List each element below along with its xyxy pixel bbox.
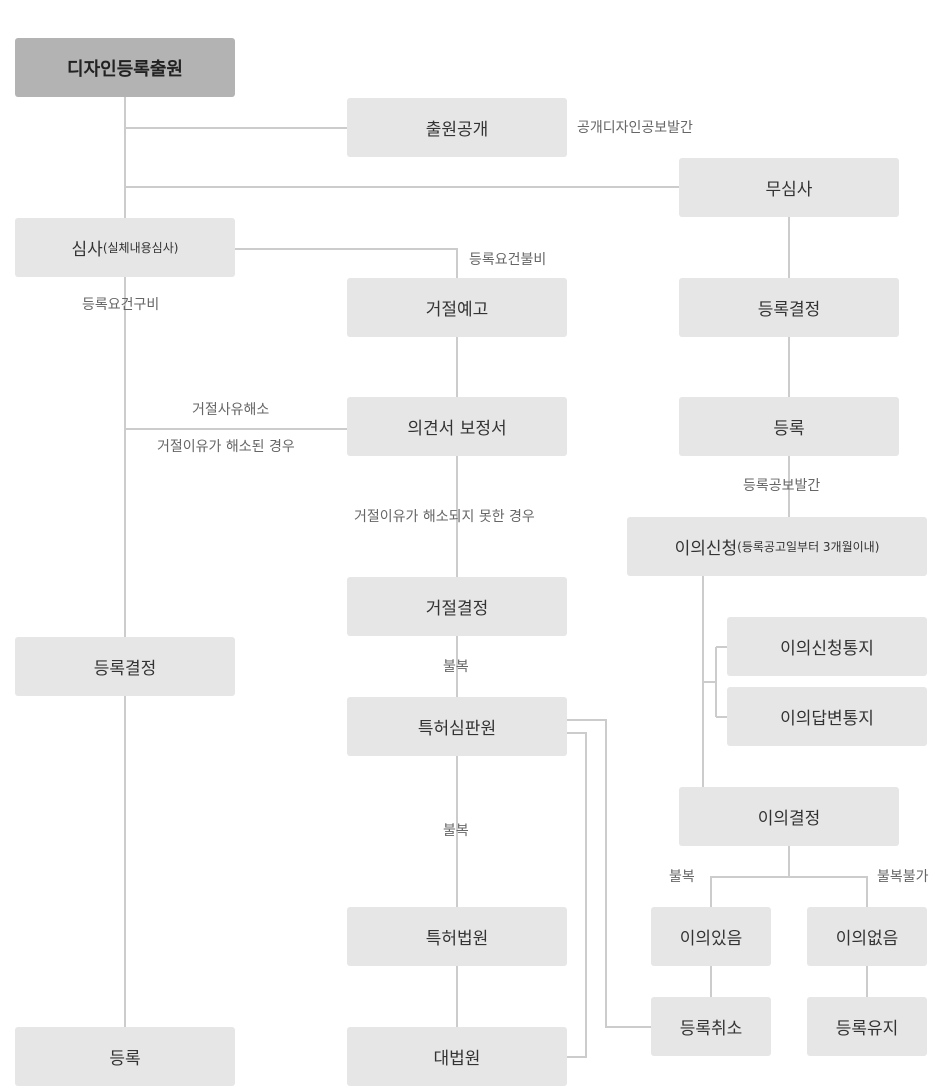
registration-decision-node-left: 등록결정 — [15, 637, 235, 696]
node-label: 의견서 보정서 — [407, 419, 507, 439]
registration-gazette-label: 등록공보발간 — [743, 478, 821, 494]
node-label: 이의결정 — [757, 809, 821, 829]
has-objection-node: 이의있음 — [651, 907, 771, 966]
node-sublabel: (실체내용심사) — [102, 241, 179, 255]
node-label: 출원공개 — [425, 120, 489, 140]
node-label: 이의신청 — [674, 539, 738, 559]
node-label: 등록유지 — [835, 1019, 899, 1039]
node-label: 거절예고 — [425, 300, 489, 320]
design-filing-node: 디자인등록출원 — [15, 38, 235, 97]
registration-node-right: 등록 — [679, 397, 899, 456]
node-label: 심사 — [71, 240, 103, 260]
publication-node: 출원공개 — [347, 98, 567, 157]
objection-decision-node: 이의결정 — [679, 787, 899, 846]
objection-notice-node: 이의신청통지 — [727, 617, 927, 676]
node-label: 등록결정 — [757, 300, 821, 320]
no-appeal-label: 불복불가 — [877, 869, 929, 885]
node-label: 디자인등록출원 — [67, 58, 183, 80]
node-label: 이의있음 — [679, 929, 743, 949]
objection-answer-node: 이의답변통지 — [727, 687, 927, 746]
public-gazette-label: 공개디자인공보발간 — [577, 120, 693, 136]
registration-maintain-node: 등록유지 — [807, 997, 927, 1056]
node-label: 거절결정 — [425, 599, 489, 619]
node-label: 등록 — [109, 1049, 141, 1069]
registration-decision-node-right: 등록결정 — [679, 278, 899, 337]
supreme-court-node: 대법원 — [347, 1027, 567, 1086]
examination-node: 심사(실체내용심사) — [15, 218, 235, 277]
appeal-label-2: 불복 — [443, 823, 469, 839]
registration-node-left: 등록 — [15, 1027, 235, 1086]
rejection-decision-node: 거절결정 — [347, 577, 567, 636]
no-examination-node: 무심사 — [679, 158, 899, 217]
node-label: 등록결정 — [93, 659, 157, 679]
pre-rejection-node: 거절예고 — [347, 278, 567, 337]
reason-not-resolved-label: 거절이유가 해소되지 못한 경우 — [354, 509, 535, 525]
opinion-amendment-node: 의견서 보정서 — [347, 397, 567, 456]
node-label: 특허법원 — [425, 929, 489, 949]
reason-resolved-label: 거절사유해소 — [192, 402, 270, 418]
node-label: 이의답변통지 — [780, 709, 874, 729]
requirements-met-label: 등록요건구비 — [82, 297, 160, 313]
node-label: 등록 — [773, 419, 805, 439]
patent-court-node: 특허법원 — [347, 907, 567, 966]
node-label: 대법원 — [433, 1049, 481, 1069]
registration-cancel-node: 등록취소 — [651, 997, 771, 1056]
appeal-label-3: 불복 — [669, 869, 695, 885]
objection-filing-node: 이의신청(등록공고일부터 3개월이내) — [627, 517, 927, 576]
node-label: 특허심판원 — [417, 719, 497, 739]
appeal-label-1: 불복 — [443, 659, 469, 675]
node-sublabel: (등록공고일부터 3개월이내) — [737, 540, 880, 554]
node-label: 등록취소 — [679, 1019, 743, 1039]
reason-resolved-case-label: 거절이유가 해소된 경우 — [157, 439, 295, 455]
node-label: 이의신청통지 — [780, 639, 874, 659]
node-label: 무심사 — [765, 180, 813, 200]
requirements-not-met-label: 등록요건불비 — [469, 252, 547, 268]
node-label: 이의없음 — [835, 929, 899, 949]
no-objection-node: 이의없음 — [807, 907, 927, 966]
ip-tribunal-node: 특허심판원 — [347, 697, 567, 756]
